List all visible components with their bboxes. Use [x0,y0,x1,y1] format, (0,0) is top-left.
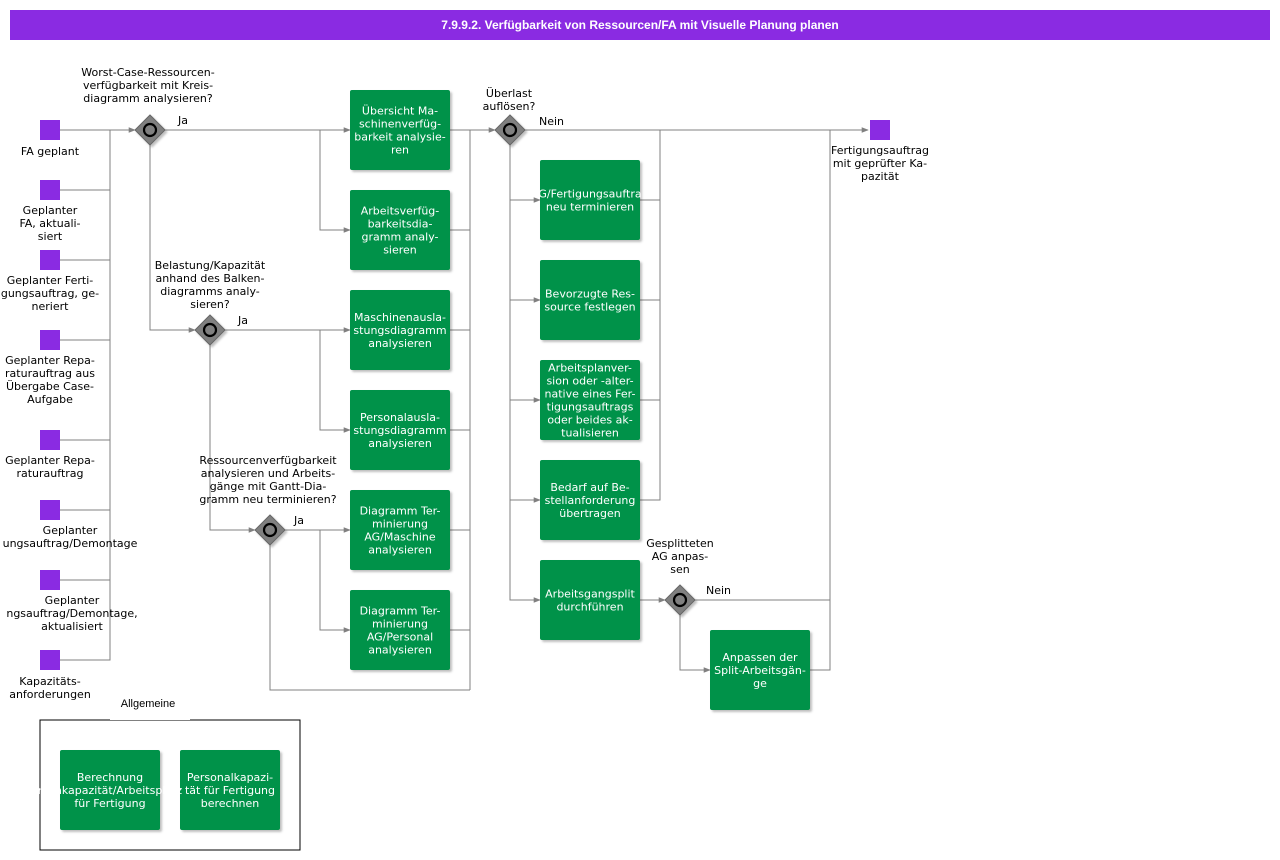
task-uebersicht-maschinenverfuegbarkeit-label: Übersicht Ma-schinenverfüg-barkeit analy… [354,105,445,157]
flow-task-2-to-merge [450,130,471,231]
task-bedarf-bestellanforderung[interactable] [540,460,640,540]
gateway-gesplitteter-ag[interactable] [664,584,696,616]
flow-task-6-to-merge [450,130,471,631]
flow-g4-to-task-7 [509,145,541,203]
task-diagramm-terminierung-maschine[interactable] [350,490,450,570]
flow-g2-to-task-4 [319,330,351,433]
diagram-nodes [39,90,890,851]
gateway-balkendiagramm[interactable] [194,314,226,346]
group-label-clip [110,712,190,720]
task-diagramm-terminierung-personal[interactable] [350,590,450,670]
task-personalkapazitaet[interactable] [180,750,280,830]
flow-task-9-to-end [640,130,661,401]
task-bevorzugte-ressource[interactable] [540,260,640,340]
flow-label-nein-2: Nein [706,584,731,597]
start-event-fa-aktualisiert[interactable] [40,180,60,200]
gateway-ueberlast[interactable] [494,114,526,146]
flow-task-8-to-end [640,130,661,301]
task-anpassen-split-arbeitsgaenge[interactable] [710,630,810,710]
task-arbeitsplanversion-label: Arbeitsplanver-sion oder -alter-native e… [545,362,636,440]
diagram-labels: Übersicht Ma-schinenverfüg-barkeit analy… [1,66,929,810]
flow-g1-no-to-g2 [149,145,196,333]
task-neu-terminieren[interactable] [540,160,640,240]
start-event-demontage-aktualisiert[interactable] [40,570,60,590]
flow-label-nein-1: Nein [539,115,564,128]
event-label-fa-generiert: Geplanter Ferti-gungsauftrag, ge-neriert [1,274,99,313]
gateway-question-kreisdiagramm: Worst-Case-Ressourcen-verfügbarkeit mit … [81,66,215,105]
flow-task-4-to-merge [450,130,471,431]
task-uebersicht-maschinenverfuegbarkeit[interactable] [350,90,450,170]
event-label-kapazitaetsanforderungen: Kapazitäts-anforderungen [9,675,91,701]
flow-g3-to-task-6 [319,530,351,633]
flow-g3-no-to-merge [269,545,470,691]
flow-task-7-to-end [640,130,661,201]
task-berechnung-kapazitaet[interactable] [60,750,160,830]
task-arbeitsverfuegbarkeitsdiagramm-label: Arbeitsverfüg-barkeitsdia-gramm analy-si… [361,205,440,257]
page-title: 7.9.9.2. Verfügbarkeit von Ressourcen/FA… [10,10,1270,40]
flow-g5-to-task-12 [679,615,711,673]
task-arbeitsgangsplit[interactable] [540,560,640,640]
flow-g4-to-task-8 [509,145,541,303]
start-event-fa-generiert[interactable] [40,250,60,270]
flow-start-event-2 [60,130,111,191]
task-bevorzugte-ressource-label: Bevorzugte Res-source festlegen [544,288,635,314]
gateway-gantt-diagramm[interactable] [254,514,286,546]
start-event-kapazitaetsanforderungen[interactable] [40,650,60,670]
end-event-gepruefte-kapazitaet[interactable] [870,120,890,140]
event-label-reparaturauftrag: Geplanter Repa-raturauftrag [5,454,95,480]
flow-label-ja-1: Ja [177,114,188,127]
flow-task-10-to-end [640,130,661,501]
start-event-reparaturauftrag[interactable] [40,430,60,450]
flow-g1-to-task-2 [319,130,351,233]
flow-task-12-to-end [810,600,831,671]
task-arbeitsverfuegbarkeitsdiagramm[interactable] [350,190,450,270]
event-label-fa-geplant: FA geplant [21,145,80,158]
flow-g5-no-to-end [695,130,831,601]
flow-label-ja-3: Ja [293,514,304,527]
start-event-fa-geplant[interactable] [40,120,60,140]
flow-g4-to-task-11 [509,145,541,603]
flow-g4-to-task-9 [509,145,541,403]
flow-start-event-8 [60,130,111,661]
flow-g2-no-to-g3 [209,345,256,533]
connector-lines [60,127,869,691]
start-event-demontage[interactable] [40,500,60,520]
flow-label-ja-2: Ja [237,314,248,327]
flow-g4-to-task-10 [509,145,541,503]
task-arbeitsplanversion[interactable] [540,360,640,440]
start-event-reparaturauftrag-case[interactable] [40,330,60,350]
gateway-kreisdiagramm[interactable] [134,114,166,146]
flow-start-event-6 [60,130,111,511]
task-maschinenauslastungsdiagramm[interactable] [350,290,450,370]
task-personalauslastungsdiagramm[interactable] [350,390,450,470]
